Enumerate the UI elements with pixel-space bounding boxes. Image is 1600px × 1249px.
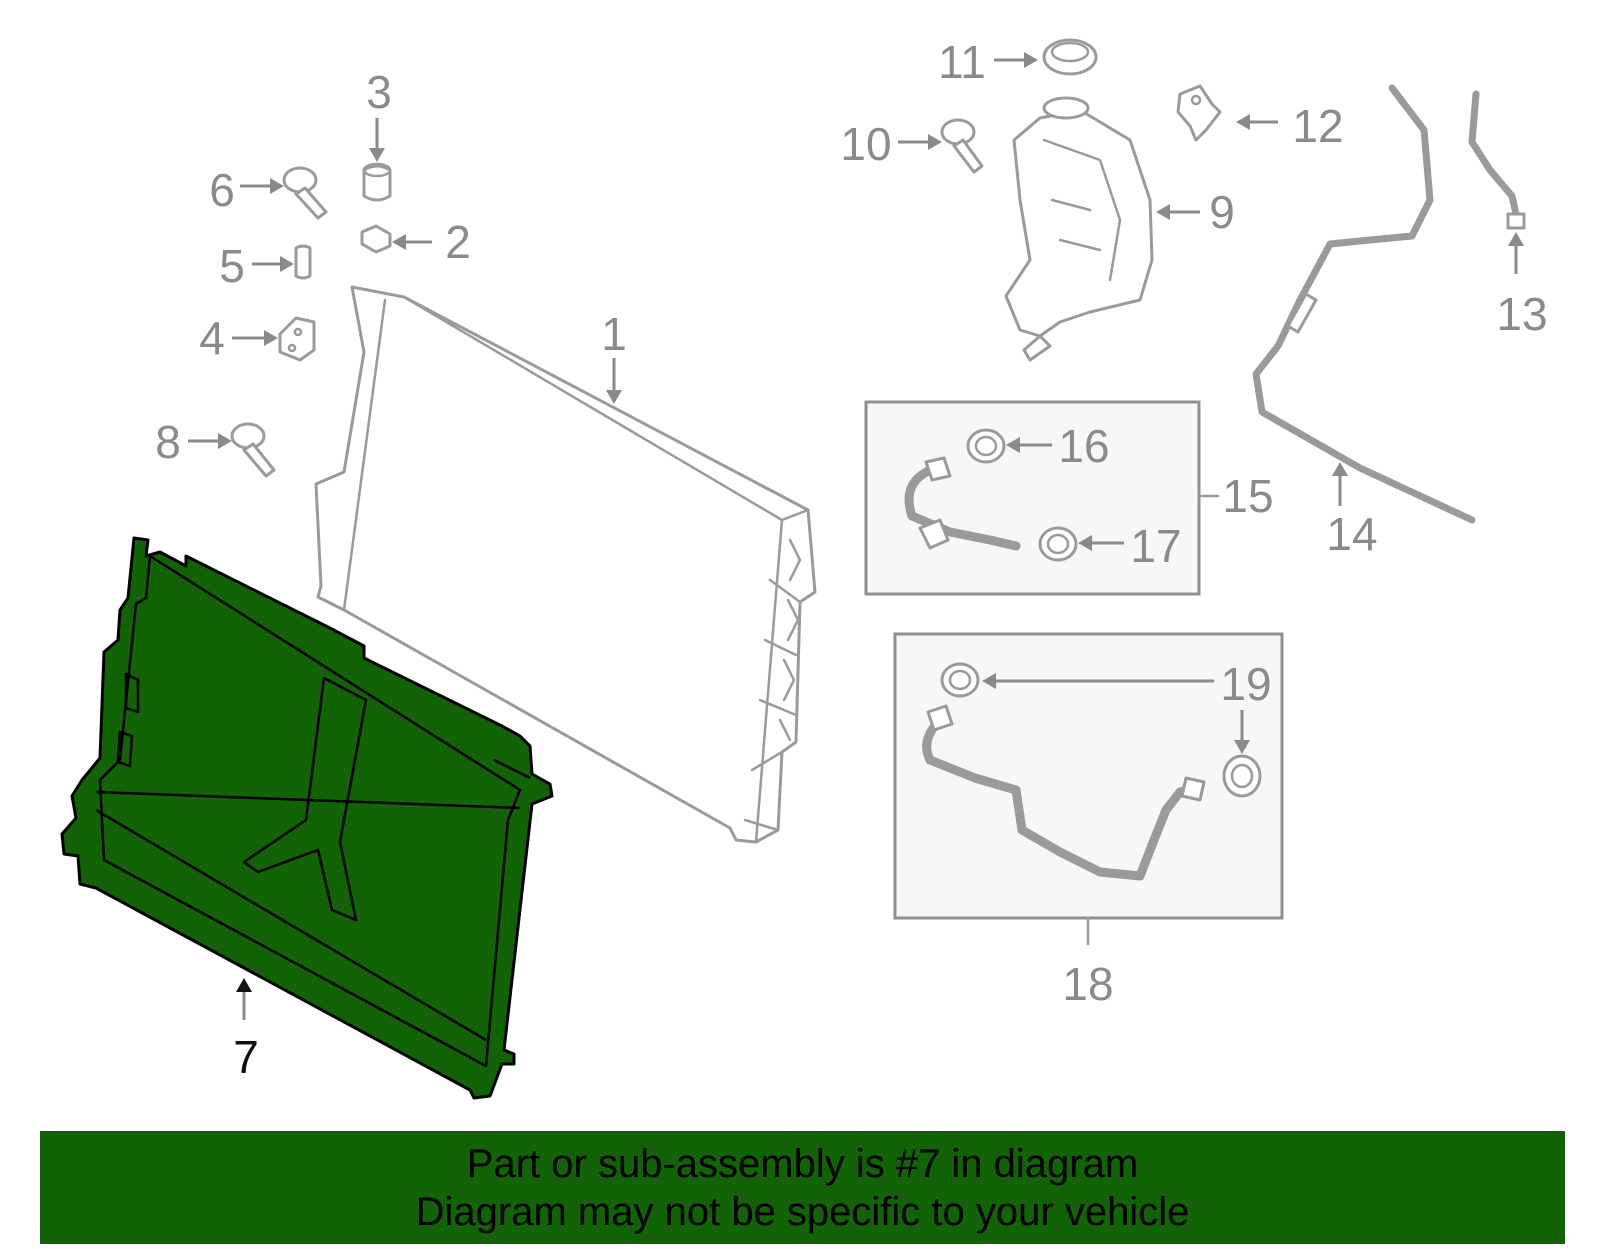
radiator-part-1[interactable] [314, 285, 817, 844]
callout-12: 12 [1292, 100, 1343, 152]
bolt-part-8[interactable] [230, 422, 276, 478]
callout-3: 3 [366, 66, 392, 118]
callout-7: 7 [233, 1031, 259, 1083]
callout-16: 16 [1058, 420, 1109, 472]
clamp-part-16[interactable] [966, 428, 1006, 464]
nut-part-2[interactable] [360, 224, 392, 254]
reservoir-part-9[interactable] [1004, 96, 1154, 362]
clamp-part-19-a[interactable] [940, 662, 980, 698]
notice-banner: Part or sub-assembly is #7 in diagram Di… [40, 1131, 1565, 1244]
bolt-part-6[interactable] [282, 166, 328, 220]
callout-17: 17 [1130, 520, 1181, 572]
kit-box-part-15[interactable] [864, 400, 1220, 596]
bracket-part-4[interactable] [278, 316, 316, 362]
callout-4: 4 [199, 312, 225, 364]
tube-part-14[interactable] [1252, 84, 1476, 524]
callout-8: 8 [155, 416, 181, 468]
callout-14: 14 [1326, 508, 1377, 560]
pin-part-5[interactable] [294, 244, 312, 280]
cap-part-11[interactable] [1042, 38, 1098, 76]
callout-18: 18 [1062, 958, 1113, 1010]
callout-11: 11 [938, 36, 986, 88]
insulator-part-3[interactable] [362, 162, 392, 202]
clamp-part-19-b[interactable] [1222, 754, 1262, 798]
bracket-part-12[interactable] [1176, 84, 1222, 142]
callout-13: 13 [1496, 288, 1547, 340]
callout-15: 15 [1222, 470, 1273, 522]
callout-2: 2 [445, 216, 471, 268]
callout-9: 9 [1209, 186, 1235, 238]
banner-line-part: Part or sub-assembly is #7 in diagram [466, 1141, 1139, 1186]
leader-lines [188, 52, 1524, 1020]
bolt-part-10[interactable] [940, 118, 984, 174]
pipe-part-13[interactable] [1468, 90, 1526, 230]
callout-19: 19 [1220, 658, 1271, 710]
callout-6: 6 [209, 164, 235, 216]
callout-labels: 1 2 3 4 5 6 7 8 9 10 11 12 13 14 15 16 1… [155, 36, 1547, 1083]
fan-shroud-part-7[interactable] [60, 536, 554, 1100]
callout-1: 1 [601, 308, 627, 360]
callout-10: 10 [840, 118, 891, 170]
banner-line-disclaimer: Diagram may not be specific to your vehi… [415, 1189, 1190, 1234]
clamp-part-17[interactable] [1038, 526, 1078, 562]
callout-5: 5 [219, 240, 245, 292]
